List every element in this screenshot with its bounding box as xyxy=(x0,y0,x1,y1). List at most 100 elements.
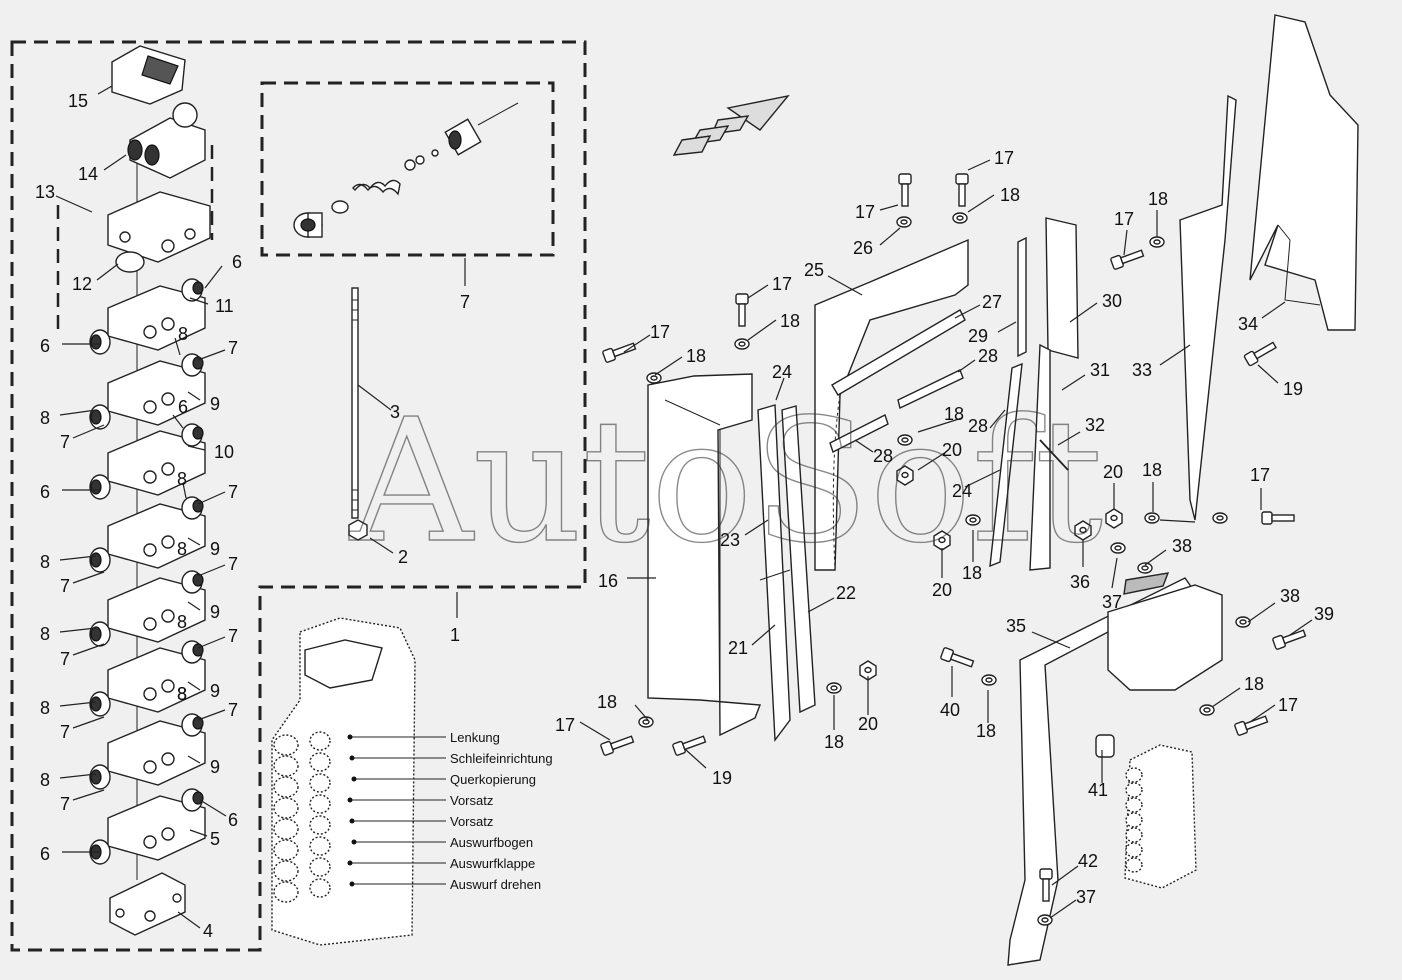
callout-c28a: 28 xyxy=(978,346,998,366)
bolt-icon xyxy=(1261,511,1295,525)
washer-icon xyxy=(1137,562,1153,574)
callout-c29: 29 xyxy=(968,326,988,346)
callout-c9c: 9 xyxy=(210,602,220,622)
callout-c9a: 9 xyxy=(210,394,220,414)
legend-dot xyxy=(351,839,357,845)
callout-c14: 14 xyxy=(78,164,98,184)
strips-29-31-32 xyxy=(989,217,1079,571)
callout-c21: 21 xyxy=(728,638,748,658)
nut-icon xyxy=(1105,508,1123,529)
callout-c13: 13 xyxy=(35,182,55,202)
callout-c8b: 8 xyxy=(40,408,50,428)
callout-c18c: 18 xyxy=(597,692,617,712)
fasteners xyxy=(600,173,1307,926)
valve-block-group-outline xyxy=(10,40,587,952)
legend-dot xyxy=(349,818,355,824)
callout-c7f: 7 xyxy=(60,649,70,669)
frame-bracket-35 xyxy=(1007,572,1223,966)
bolt-icon xyxy=(1039,868,1053,902)
callout-c42: 42 xyxy=(1078,851,1098,871)
valve-section xyxy=(89,423,206,500)
function-legend: LenkungSchleifeinrichtungQuerkopierungVo… xyxy=(450,730,553,892)
legend-dot xyxy=(347,797,353,803)
washer-icon xyxy=(1144,512,1160,524)
callout-c7a: 7 xyxy=(228,338,238,358)
callout-c18d: 18 xyxy=(824,732,844,752)
callout-c8f: 8 xyxy=(177,612,187,632)
callout-c1: 1 xyxy=(450,625,460,645)
callout-c8k: 8 xyxy=(40,770,50,790)
callout-c17e: 17 xyxy=(994,148,1014,168)
callout-c7b: 7 xyxy=(60,432,70,452)
callout-c15: 15 xyxy=(68,91,88,111)
washer-icon xyxy=(734,338,750,350)
callout-c37a: 37 xyxy=(1102,592,1122,612)
valve-kit-parts xyxy=(293,102,519,238)
bolt-icon xyxy=(1110,249,1145,270)
callout-c9e: 9 xyxy=(210,757,220,777)
callout-c18i: 18 xyxy=(1142,460,1162,480)
valve-section xyxy=(89,713,206,790)
washer-icon xyxy=(1235,616,1251,628)
callout-c8e: 8 xyxy=(40,552,50,572)
washer-icon xyxy=(981,674,997,686)
frame-panel-16 xyxy=(647,373,761,737)
callout-c9d: 9 xyxy=(210,681,220,701)
callout-c9b: 9 xyxy=(210,539,220,559)
legend-dot xyxy=(347,734,353,740)
bolt-icon xyxy=(602,342,637,363)
valve-cluster-illustration xyxy=(271,617,416,946)
nut-icon xyxy=(859,660,877,681)
callout-c7main: 7 xyxy=(460,292,470,312)
callout-c18h: 18 xyxy=(1148,189,1168,209)
callout-c7e: 7 xyxy=(228,554,238,574)
bolt-icon xyxy=(898,173,912,207)
callout-c7i: 7 xyxy=(228,700,238,720)
callout-c6d: 6 xyxy=(40,482,50,502)
callout-c28b: 28 xyxy=(873,446,893,466)
legend-item: Vorsatz xyxy=(450,793,493,808)
washer-icon xyxy=(952,212,968,224)
legend-dot xyxy=(349,755,355,761)
washer-icon xyxy=(896,216,912,228)
callout-c33: 33 xyxy=(1132,360,1152,380)
callout-c17g: 17 xyxy=(1250,465,1270,485)
direction-arrow-icon xyxy=(672,94,790,156)
strips-27-28 xyxy=(829,309,966,453)
callout-c32: 32 xyxy=(1085,415,1105,435)
callout-c39: 39 xyxy=(1314,604,1334,624)
nut-icon xyxy=(896,465,914,486)
valve-cluster-right xyxy=(1095,734,1197,889)
legend-dot xyxy=(347,860,353,866)
valve-section xyxy=(89,640,206,717)
callout-c3: 3 xyxy=(390,402,400,422)
callout-c38a: 38 xyxy=(1172,536,1192,556)
legend-dot xyxy=(349,881,355,887)
callout-c18j: 18 xyxy=(976,721,996,741)
control-block-sub-outline xyxy=(56,145,214,330)
legend-item: Schleifeinrichtung xyxy=(450,751,553,766)
callout-c30: 30 xyxy=(1102,291,1122,311)
valve-section xyxy=(89,353,206,430)
callout-c34: 34 xyxy=(1238,314,1258,334)
callout-c8c: 8 xyxy=(177,469,187,489)
callout-c20d: 20 xyxy=(1103,462,1123,482)
callout-c7h: 7 xyxy=(60,722,70,742)
legend-dot xyxy=(351,776,357,782)
callout-c17a: 17 xyxy=(650,322,670,342)
callout-c23: 23 xyxy=(720,530,740,550)
callout-c16: 16 xyxy=(598,571,618,591)
callout-c35: 35 xyxy=(1006,616,1026,636)
legend-item: Auswurfbogen xyxy=(450,835,533,850)
callout-c28c: 28 xyxy=(968,416,988,436)
callout-c17f: 17 xyxy=(1114,209,1134,229)
callout-c20c: 20 xyxy=(932,580,952,600)
valve-section xyxy=(89,278,206,355)
callout-c8i: 8 xyxy=(40,698,50,718)
callout-c18e: 18 xyxy=(1000,185,1020,205)
leader-lines xyxy=(55,85,1313,929)
callout-c12: 12 xyxy=(72,274,92,294)
callout-c8a: 8 xyxy=(178,324,188,344)
